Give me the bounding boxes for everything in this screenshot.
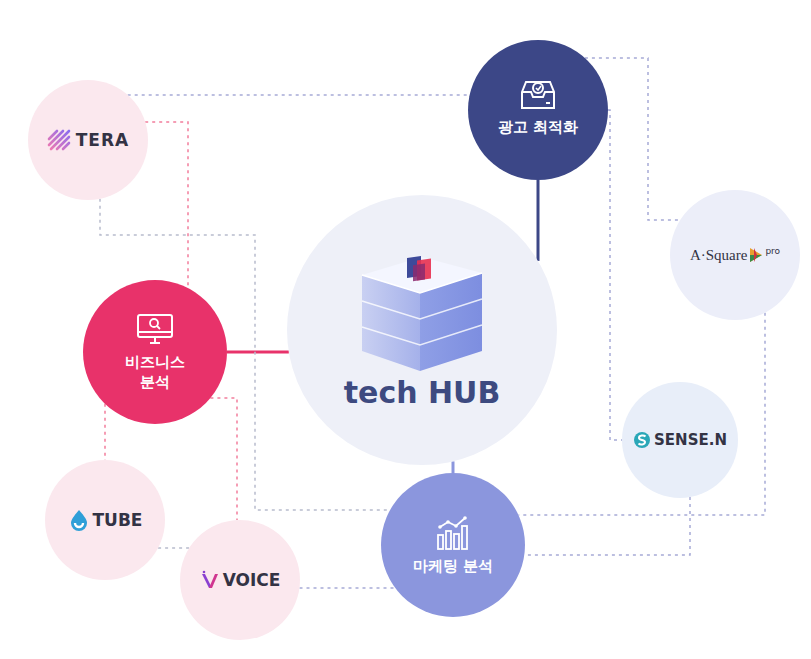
dotted-connector: [145, 122, 188, 288]
node-label: A·Square: [690, 247, 747, 264]
circle-shape: [83, 280, 227, 424]
circle-fill: [45, 460, 165, 580]
node-label: VOICE: [223, 570, 281, 590]
hub-cube: [357, 247, 487, 375]
circle-fill: [83, 280, 227, 424]
sense-logo: [633, 431, 651, 449]
circle-fill: [622, 382, 738, 498]
node-sublabel: pro: [765, 246, 780, 256]
circle-shape: [468, 40, 608, 180]
circle-node: TUBE: [45, 460, 165, 580]
dotted-connector: [128, 94, 470, 96]
circle-fill: [381, 473, 525, 617]
dotted-connector: [524, 497, 690, 555]
circle-fill: [287, 195, 557, 465]
node-label: tech HUB: [344, 375, 501, 410]
circle-node: A·Square pro: [670, 190, 800, 320]
circle-node: 비즈니스 분석: [83, 280, 227, 424]
solid-connector: [452, 461, 455, 473]
circle-node: tech HUB: [287, 195, 557, 465]
node-label: 광고 최적화: [498, 118, 578, 137]
circle-fill: [468, 40, 608, 180]
chart-icon: [433, 515, 473, 551]
solid-connector: [537, 180, 540, 261]
circle-node: SENSE.N: [622, 382, 738, 498]
circle-shape: [381, 473, 525, 617]
circle-fill: [28, 80, 148, 200]
circle-fill: [180, 520, 300, 640]
node-label: 마케팅 분석: [413, 557, 493, 576]
a-square-logo: [748, 246, 764, 264]
tube-logo: [68, 508, 90, 532]
voice-logo: [200, 570, 220, 590]
circle-node: TERA: [28, 80, 148, 200]
dotted-connector: [104, 404, 106, 460]
node-label: 비즈니스 분석: [119, 352, 191, 393]
solid-connector: [227, 351, 289, 354]
node-label: TERA: [76, 130, 129, 150]
inbox-icon: [518, 78, 558, 112]
dotted-connector: [158, 547, 189, 549]
node-label: TUBE: [93, 510, 143, 530]
circle-fill: [670, 190, 800, 320]
node-label: SENSE.N: [654, 431, 727, 449]
dotted-connector: [210, 398, 237, 520]
circle-node: 마케팅 분석: [381, 473, 525, 617]
tera-logo: [47, 129, 71, 151]
monitor-icon: [135, 312, 175, 346]
dotted-connector: [300, 587, 396, 589]
circle-node: 광고 최적화: [468, 40, 608, 180]
circle-node: VOICE: [180, 520, 300, 640]
dotted-connector: [608, 110, 622, 440]
